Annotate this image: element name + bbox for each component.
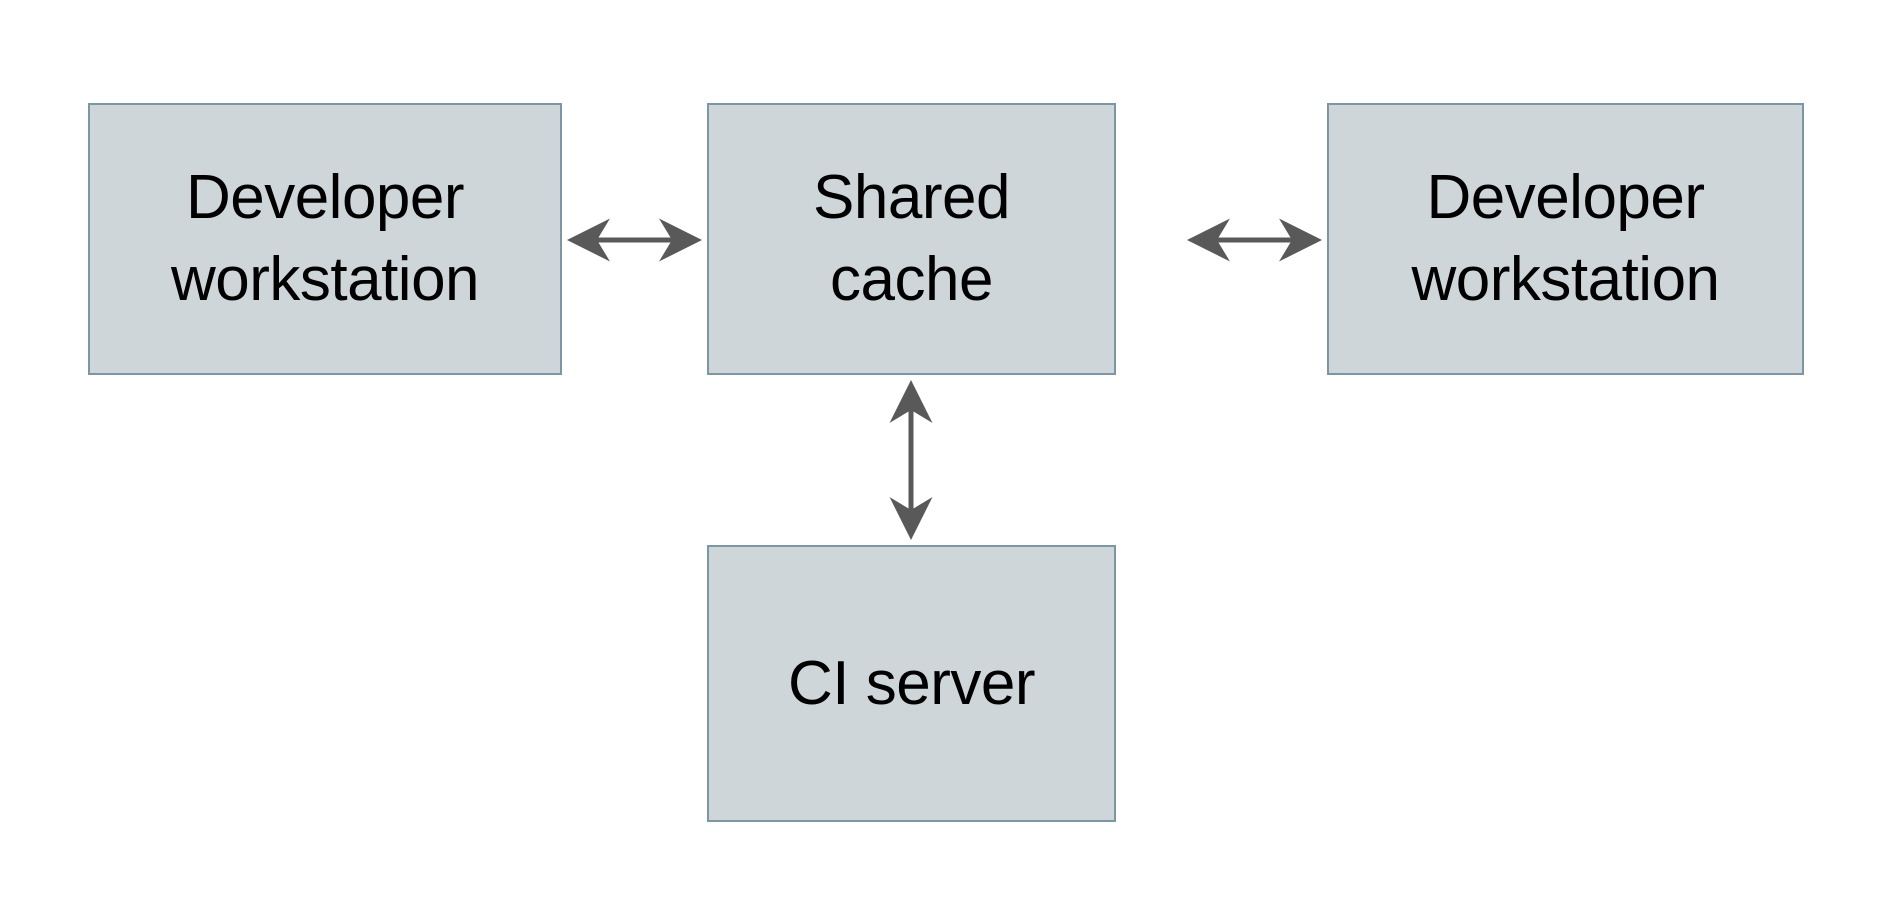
node-label-developer-workstation-left: Developer workstation xyxy=(170,163,480,314)
node-developer-workstation-left[interactable]: Developer workstation xyxy=(88,103,562,375)
node-label-ci-server: CI server xyxy=(788,648,1035,718)
node-ci-server[interactable]: CI server xyxy=(707,545,1116,822)
node-shared-cache[interactable]: Shared cache xyxy=(707,103,1116,375)
node-label-developer-workstation-right: Developer workstation xyxy=(1411,163,1720,314)
node-label-shared-cache: Shared cache xyxy=(813,163,1010,314)
node-developer-workstation-right[interactable]: Developer workstation xyxy=(1327,103,1804,375)
